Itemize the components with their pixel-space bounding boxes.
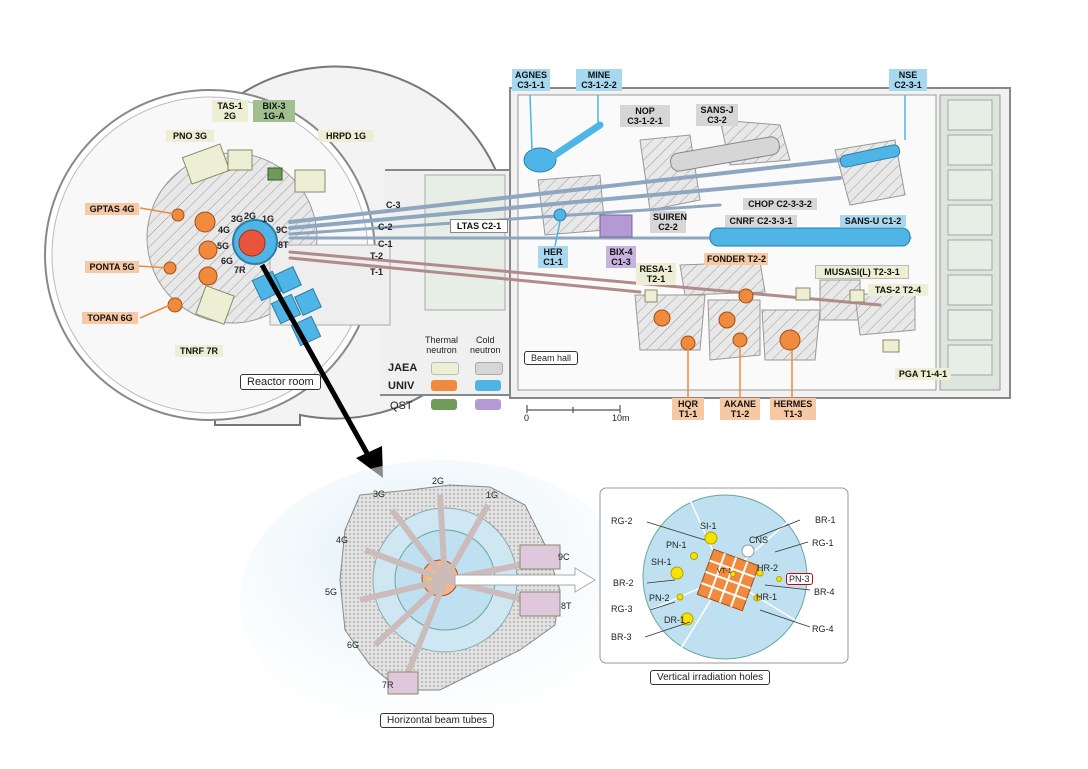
port-6g: 6G <box>221 256 234 266</box>
label-nse: NSE C2-3-1 <box>889 69 927 91</box>
legend-qst: QST <box>390 400 413 412</box>
label-sansj: SANS-J C3-2 <box>696 104 738 126</box>
legend-swatch-univ-cold <box>475 380 501 391</box>
hole-dr1: DR-1 <box>664 615 686 625</box>
hole-rg1: RG-1 <box>812 538 834 548</box>
legend-jaea: JAEA <box>388 362 418 374</box>
legend-swatch-qst-cold <box>475 399 501 410</box>
label-her: HER C1-1 <box>538 246 568 268</box>
hole-pn2: PN-2 <box>649 593 670 603</box>
legend-swatch-qst-thermal <box>431 399 457 410</box>
port-2g: 2G <box>244 211 257 221</box>
label-bix3: BIX-3 1G-A <box>253 100 295 122</box>
hole-sh1: SH-1 <box>651 557 672 567</box>
hole-pn1: PN-1 <box>666 540 687 550</box>
bt-port-5g: 5G <box>325 587 338 597</box>
port-4g: 4G <box>218 225 231 235</box>
hole-pn3: PN-3 <box>786 573 813 585</box>
hole-rg3: RG-3 <box>611 604 633 614</box>
label-mine: MINE C3-1-2-2 <box>576 69 622 91</box>
label-sansu: SANS-U C1-2 <box>840 215 906 227</box>
guide-c3: C-3 <box>386 200 401 210</box>
horizontal-beam-tubes-figure <box>240 460 640 740</box>
caption-vertical-irradiation-holes: Vertical irradiation holes <box>650 670 771 685</box>
caption-horizontal-beam-tubes: Horizontal beam tubes <box>380 713 495 728</box>
hole-hr2: HR-2 <box>757 563 779 573</box>
label-agnes: AGNES C3-1-1 <box>512 69 550 91</box>
label-ponta: PONTA 5G <box>85 261 139 273</box>
port-8t: 8T <box>278 240 289 250</box>
legend-swatch-univ-thermal <box>431 380 457 391</box>
bt-port-9c: 9C <box>558 552 570 562</box>
legend-swatch-jaea-cold <box>475 362 503 375</box>
bt-port-4g: 4G <box>336 535 349 545</box>
area-beam-hall: Beam hall <box>524 351 579 365</box>
guide-c2: C-2 <box>378 222 393 232</box>
bt-port-3g: 3G <box>373 489 386 499</box>
legend-univ: UNIV <box>388 380 415 392</box>
label-pga: PGA T1-4-1 <box>895 368 951 380</box>
label-topan: TOPAN 6G <box>82 312 138 324</box>
legend-thermal-heading: Thermal neutron <box>425 335 459 355</box>
label-chop: CHOP C2-3-3-2 <box>743 198 817 210</box>
hole-rg2: RG-2 <box>611 516 633 526</box>
hole-br2: BR-2 <box>613 578 634 588</box>
port-3g: 3G <box>231 214 244 224</box>
area-reactor-room: Reactor room <box>240 374 321 390</box>
label-gptas: GPTAS 4G <box>85 203 139 215</box>
label-nop: NOP C3-1-2-1 <box>620 105 670 127</box>
label-akane: AKANE T1-2 <box>720 398 760 420</box>
neutron-guides <box>288 121 912 307</box>
scale-ten: 10m <box>612 413 630 423</box>
label-tas2: TAS-2 T2-4 <box>868 284 928 296</box>
label-hrpd: HRPD 1G <box>318 130 374 142</box>
hole-br4: BR-4 <box>814 587 835 597</box>
bt-port-7r: 7R <box>382 680 394 690</box>
guide-c1: C-1 <box>378 239 393 249</box>
port-5g: 5G <box>217 241 230 251</box>
guide-t1: T-1 <box>370 267 384 277</box>
label-suiren: SUIREN C2-2 <box>650 211 687 233</box>
hole-vt1: VT-1 <box>717 568 732 575</box>
scale-zero: 0 <box>524 413 530 423</box>
hole-hr1: HR-1 <box>756 592 778 602</box>
hole-br3: BR-3 <box>611 632 632 642</box>
label-resa1: RESA-1 T2-1 <box>636 263 676 285</box>
port-1g: 1G <box>262 214 275 224</box>
guide-t2: T-2 <box>370 251 384 261</box>
port-7r: 7R <box>234 265 246 275</box>
hole-rg4: RG-4 <box>812 624 834 634</box>
legend-swatch-jaea-thermal <box>431 362 459 375</box>
hole-cns: CNS <box>749 535 769 545</box>
label-cnrf: CNRF C2-3-3-1 <box>725 215 797 227</box>
label-fonder: FONDER T2-2 <box>704 253 768 265</box>
vertical-irradiation-holes-figure <box>599 487 849 664</box>
label-pno: PNO 3G <box>166 130 214 142</box>
bt-port-1g: 1G <box>486 490 499 500</box>
label-musasi: MUSASI(L) T2-3-1 <box>815 265 909 279</box>
scale-bar <box>526 405 621 413</box>
legend-cold-heading: Cold neutron <box>470 335 501 355</box>
port-9c: 9C <box>276 225 288 235</box>
bt-port-2g: 2G <box>432 476 445 486</box>
label-hqr: HQR T1-1 <box>672 398 704 420</box>
label-bix4: BIX-4 C1-3 <box>606 246 636 268</box>
jaea-instruments-hall <box>644 287 900 353</box>
leader-lines <box>137 207 793 398</box>
bt-port-6g: 6G <box>347 640 360 650</box>
label-tnrf: TNRF 7R <box>175 345 223 357</box>
label-ltas: LTAS C2-1 <box>450 219 508 233</box>
hole-br1: BR-1 <box>815 515 836 525</box>
bt-port-8t: 8T <box>561 601 572 611</box>
hole-si1: SI-1 <box>700 521 717 531</box>
label-hermes: HERMES T1-3 <box>770 398 816 420</box>
thermal-instruments-hall <box>653 288 801 351</box>
label-tas1: TAS-1 2G <box>212 100 248 122</box>
